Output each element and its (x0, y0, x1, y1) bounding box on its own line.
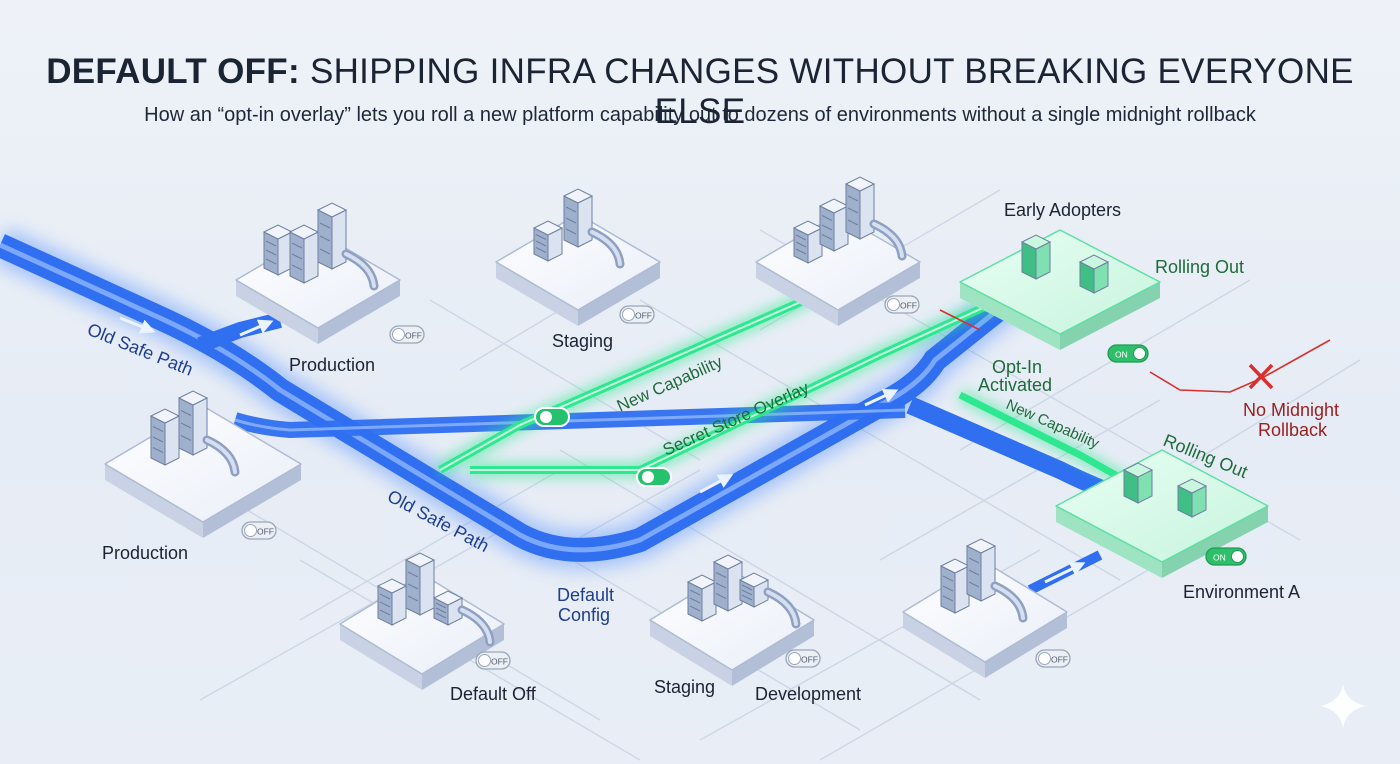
platform-production-left (104, 390, 302, 538)
label-production-left: Production (102, 543, 188, 563)
server-rack-icon (149, 408, 181, 466)
toggle-label: OFF (257, 527, 274, 537)
server-rack-icon (792, 220, 824, 264)
toggle-production-left[interactable]: OFF (241, 521, 277, 540)
page-subtitle: How an “opt-in overlay” lets you roll a … (144, 104, 1256, 126)
sparkle-icon (1320, 684, 1366, 728)
platform-early-adopters (959, 229, 1161, 350)
server-rack-icon (939, 558, 971, 614)
toggle-production-top[interactable]: OFF (389, 325, 425, 344)
platform-staging-top (495, 188, 661, 326)
toggle-staging-top[interactable]: OFF (619, 305, 655, 324)
toggle-label: OFF (900, 301, 917, 311)
label-environment-a: Environment A (1183, 582, 1300, 602)
toggle-label: OFF (801, 655, 818, 665)
module-icon (1078, 254, 1110, 294)
label-no-rollback-1: No Midnight (1243, 400, 1339, 420)
no-rollback-line (939, 309, 1331, 393)
label-early-adopters: Early Adopters (1004, 200, 1121, 220)
platform-default-off (339, 552, 505, 690)
toggle-label: OFF (491, 657, 508, 667)
toggle-label: ON (1213, 553, 1226, 563)
module-icon (1176, 478, 1208, 518)
platform-dev-top (755, 176, 921, 326)
label-default-off: Default Off (450, 684, 537, 704)
rollback-x-icon (1248, 363, 1274, 390)
platform-development (902, 538, 1068, 678)
label-staging-bottom: Staging (654, 677, 715, 697)
server-rack-icon (562, 188, 594, 248)
toggle-early-adopters[interactable]: ON (1107, 344, 1149, 363)
label-no-rollback-2: Rollback (1258, 420, 1328, 440)
toggle-label: OFF (405, 331, 422, 341)
server-rack-icon (288, 224, 320, 284)
toggle-dev-top[interactable]: OFF (884, 295, 920, 314)
label-default-config-2: Config (558, 605, 610, 625)
label-opt-in-1: Opt-In (992, 357, 1042, 377)
server-rack-icon (262, 224, 294, 276)
platform-production-top (235, 202, 401, 344)
platform-staging-bottom (649, 554, 815, 686)
server-rack-icon (177, 390, 209, 456)
server-rack-icon (376, 578, 408, 626)
toggle-default-off[interactable]: OFF (475, 651, 511, 670)
toggle-development[interactable]: OFF (1035, 649, 1071, 668)
label-rolling-out-top: Rolling Out (1155, 257, 1244, 277)
server-rack-icon (738, 572, 770, 608)
server-rack-icon (404, 552, 436, 616)
toggle-staging-bottom[interactable]: OFF (785, 649, 821, 668)
label-opt-in-2: Activated (978, 375, 1052, 395)
toggle-label: OFF (635, 311, 652, 321)
server-rack-icon (818, 198, 850, 252)
label-production-top: Production (289, 355, 375, 375)
module-icon (1122, 462, 1154, 504)
server-rack-icon (532, 220, 564, 262)
server-rack-icon (712, 554, 744, 612)
label-staging-top: Staging (552, 331, 613, 351)
toggle-label: OFF (1051, 655, 1068, 665)
page-title: DEFAULT OFF: SHIPPING INFRA CHANGES WITH… (46, 52, 1354, 131)
server-rack-icon (432, 590, 464, 626)
label-development: Development (755, 684, 861, 704)
server-rack-icon (316, 202, 348, 270)
module-icon (1020, 234, 1052, 280)
server-rack-icon (844, 176, 876, 240)
server-rack-icon (686, 574, 718, 622)
platform-environment-a (1055, 449, 1269, 578)
label-default-config-1: Default (557, 585, 614, 605)
toggle-label: ON (1115, 350, 1128, 360)
toggle-environment-a[interactable]: ON (1205, 547, 1247, 566)
server-rack-icon (965, 538, 997, 602)
